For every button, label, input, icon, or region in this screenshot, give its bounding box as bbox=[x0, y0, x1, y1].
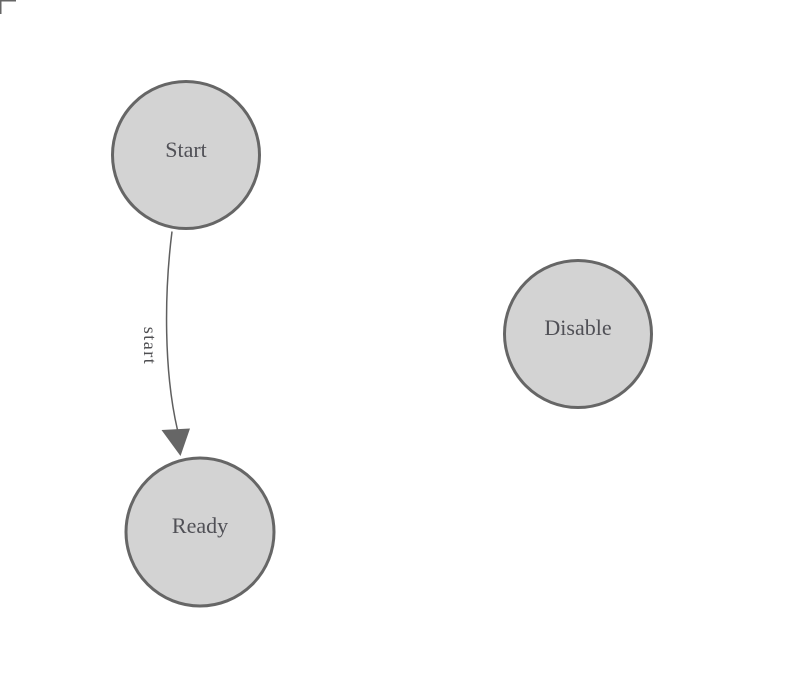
transition-start-ready[interactable]: start bbox=[140, 231, 190, 457]
state-circle-disable[interactable] bbox=[503, 259, 653, 409]
canvas-corner-mark bbox=[0, 0, 16, 14]
state-node-start[interactable]: Start bbox=[111, 80, 261, 230]
state-node-ready[interactable]: Ready bbox=[124, 456, 276, 608]
state-label-start: Start bbox=[165, 137, 207, 162]
state-circle-ready[interactable] bbox=[124, 456, 276, 608]
state-node-disable[interactable]: Disable bbox=[503, 259, 653, 409]
transition-arrowhead bbox=[161, 428, 190, 456]
state-label-disable: Disable bbox=[544, 315, 611, 340]
transition-label: start bbox=[140, 327, 160, 366]
transition-path[interactable] bbox=[165, 231, 179, 431]
state-label-ready: Ready bbox=[172, 513, 228, 538]
state-circle-start[interactable] bbox=[111, 80, 261, 230]
